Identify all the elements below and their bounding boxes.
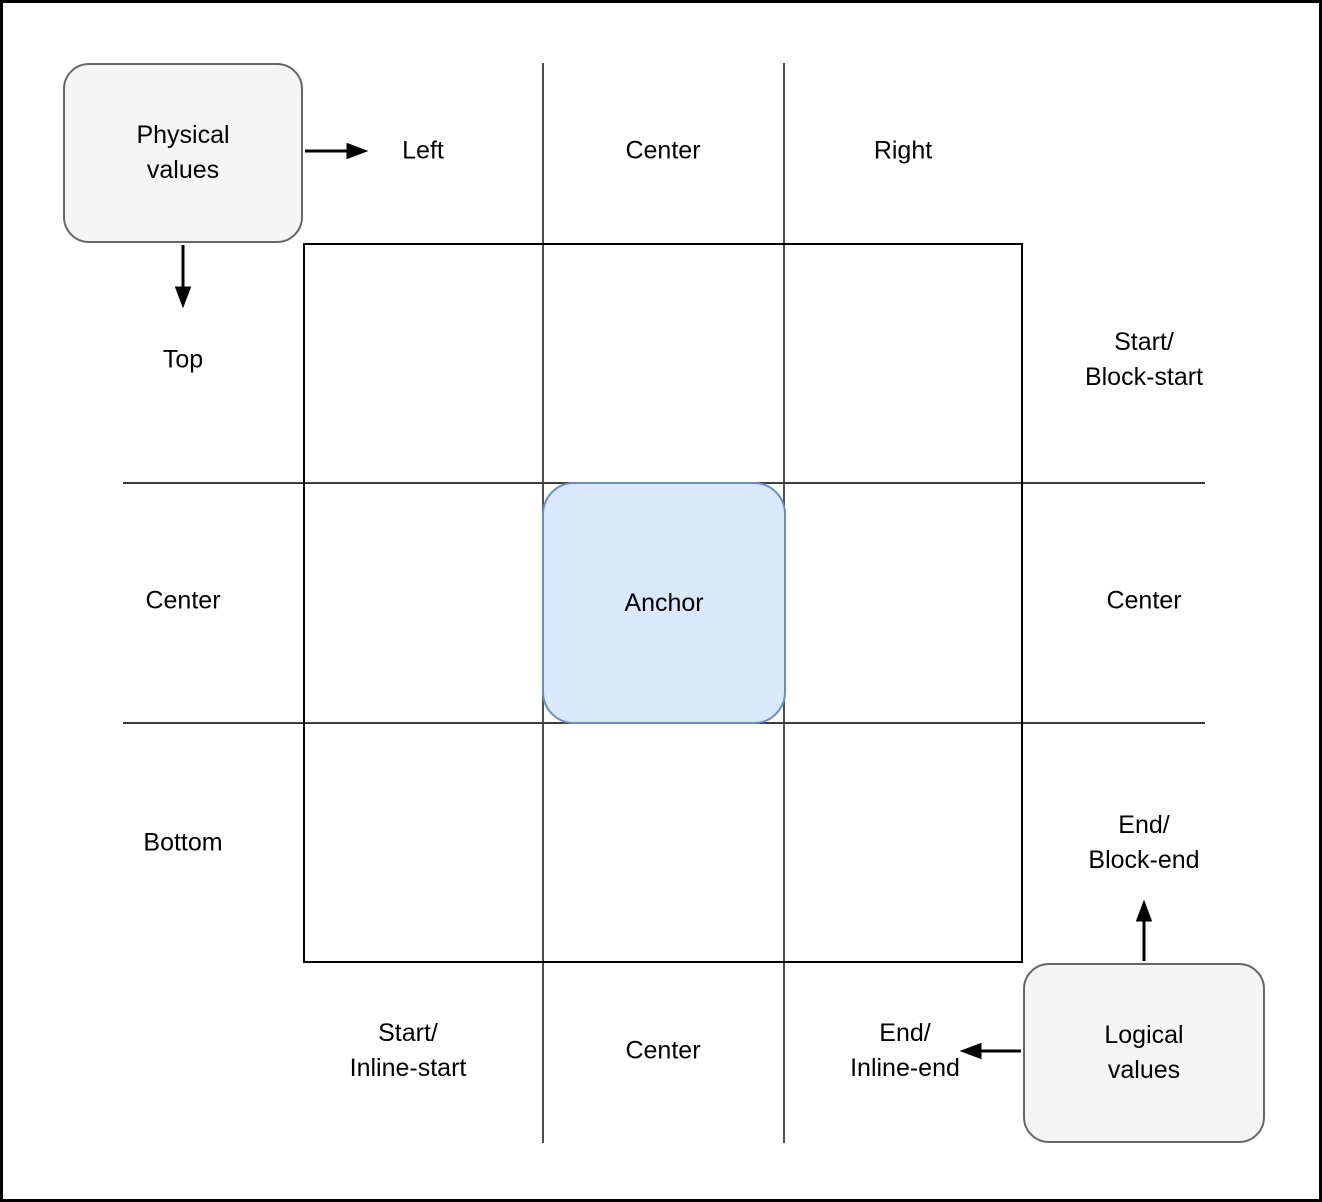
logical-values-box: Logical values bbox=[1023, 963, 1265, 1143]
anchor-box-label: Anchor bbox=[624, 588, 704, 617]
physical-values-box: Physical values bbox=[63, 63, 303, 243]
label-row-top: Top bbox=[162, 345, 204, 374]
logical-values-label: Logical values bbox=[1104, 1021, 1184, 1084]
physical-values-label: Physical values bbox=[136, 121, 230, 184]
arrow-logical-to-block-end bbox=[1135, 899, 1153, 961]
label-logical-row-center: Center bbox=[1106, 586, 1182, 615]
label-col-center: Center bbox=[625, 136, 701, 165]
label-row-center: Center bbox=[145, 586, 221, 615]
label-logical-col-start: Start/ Inline-start bbox=[349, 1019, 467, 1082]
arrow-logical-to-inline-end bbox=[959, 1042, 1021, 1060]
label-logical-row-end: End/ Block-end bbox=[1088, 811, 1200, 874]
label-col-left: Left bbox=[402, 136, 444, 165]
anchor-box: Anchor bbox=[542, 482, 786, 724]
label-logical-col-center: Center bbox=[625, 1036, 701, 1065]
label-logical-col-end: End/ Inline-end bbox=[850, 1019, 960, 1082]
label-logical-row-start: Start/ Block-start bbox=[1084, 328, 1204, 391]
label-col-right: Right bbox=[873, 136, 933, 165]
arrow-physical-to-top bbox=[174, 245, 192, 309]
anchor-grid-outline bbox=[303, 243, 1023, 963]
arrow-physical-to-left bbox=[305, 142, 369, 160]
label-row-bottom: Bottom bbox=[143, 828, 223, 857]
